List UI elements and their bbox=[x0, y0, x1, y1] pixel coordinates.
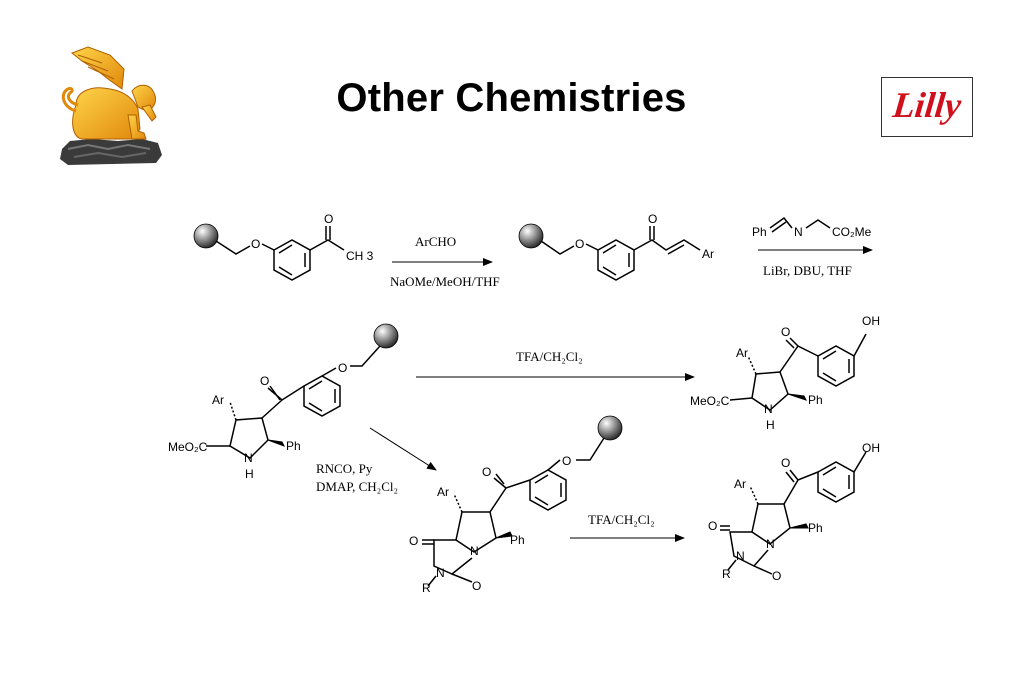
ether-oxygen-label: O bbox=[575, 237, 584, 251]
resin-bead bbox=[518, 223, 544, 249]
step3-conditions: DMAP, CH₂Cl₂ bbox=[316, 479, 398, 494]
amine-hydrogen-label: H bbox=[766, 418, 775, 432]
amine-hydrogen-label: H bbox=[245, 467, 254, 481]
amine-nitrogen-label: N bbox=[764, 402, 773, 416]
ketone-oxygen-label: O bbox=[781, 456, 790, 470]
resin-bead bbox=[373, 323, 399, 349]
reaction-arrow-3: RNCO, Py DMAP, CH₂Cl₂ bbox=[316, 427, 437, 494]
step1-reagent: ArCHO bbox=[415, 234, 456, 249]
ether-oxygen-label: O bbox=[251, 237, 260, 251]
reaction-arrow-cleave-1: TFA/CH₂Cl₂ bbox=[416, 349, 695, 381]
ketone-oxygen-label: O bbox=[781, 325, 790, 339]
hydantoin-nitrogen-label: N bbox=[736, 549, 745, 563]
r-group-label: R bbox=[722, 567, 731, 581]
phenyl-label: Ph bbox=[286, 439, 301, 453]
methyl-ester-label: MeO₂C bbox=[690, 394, 730, 408]
griffin-logo bbox=[58, 45, 166, 167]
phenyl-label: Ph bbox=[808, 393, 823, 407]
structure-resin-pyrrolidine: O O Ar MeO₂C Ph N H bbox=[168, 323, 399, 481]
step3-reagent: RNCO, Py bbox=[316, 461, 373, 476]
cleave2-conditions: TFA/CH₂Cl₂ bbox=[588, 512, 655, 527]
ring-nitrogen-label: N bbox=[766, 537, 775, 551]
imine-phenyl-label: Ph bbox=[752, 225, 767, 239]
carbonyl-oxygen-label: O bbox=[472, 579, 481, 593]
carbonyl-oxygen-label: O bbox=[772, 569, 781, 583]
carbonyl-oxygen-label: O bbox=[409, 534, 418, 548]
structure-free-pyrrolidine: OH O Ar MeO₂C Ph N H bbox=[690, 314, 880, 432]
structure-resin-hydantoin: O O Ar Ph N O N R O bbox=[409, 415, 623, 595]
reaction-arrow-cleave-2: TFA/CH₂Cl₂ bbox=[570, 512, 685, 542]
aryl-label: Ar bbox=[702, 247, 714, 261]
step1-conditions: NaOMe/MeOH/THF bbox=[390, 274, 500, 289]
cleave1-conditions: TFA/CH₂Cl₂ bbox=[516, 349, 583, 364]
imine-ester-label: CO₂Me bbox=[832, 225, 872, 239]
structure-resin-acetophenone: O O CH 3 bbox=[193, 212, 374, 281]
ketone-oxygen-label: O bbox=[324, 212, 333, 226]
carbonyl-oxygen-label: O bbox=[708, 519, 717, 533]
phenol-oh-label: OH bbox=[862, 314, 880, 328]
lilly-logo: Lilly bbox=[881, 77, 973, 137]
reaction-arrow-1: ArCHO NaOMe/MeOH/THF bbox=[390, 234, 500, 289]
aryl-label: Ar bbox=[212, 393, 224, 407]
aryl-label: Ar bbox=[736, 346, 748, 360]
ketone-oxygen-label: O bbox=[482, 465, 491, 479]
imine-nitrogen-label: N bbox=[794, 225, 803, 239]
ether-oxygen-label: O bbox=[338, 361, 347, 375]
methyl-ester-label: MeO₂C bbox=[168, 440, 208, 454]
structure-resin-chalcone: O O Ar bbox=[518, 212, 714, 281]
aryl-label: Ar bbox=[734, 477, 746, 491]
ring-nitrogen-label: N bbox=[470, 544, 479, 558]
aryl-label: Ar bbox=[437, 485, 449, 499]
phenyl-label: Ph bbox=[510, 533, 525, 547]
amine-nitrogen-label: N bbox=[244, 451, 253, 465]
resin-bead bbox=[597, 415, 623, 441]
ketone-oxygen-label: O bbox=[260, 374, 269, 388]
ether-oxygen-label: O bbox=[562, 454, 571, 468]
resin-bead bbox=[193, 223, 219, 249]
ketone-oxygen-label: O bbox=[648, 212, 657, 226]
reaction-arrow-2: Ph N CO₂Me LiBr, DBU, THF bbox=[752, 216, 873, 278]
r-group-label: R bbox=[422, 581, 431, 595]
structure-free-hydantoin: OH O Ar Ph N O N R O bbox=[708, 441, 880, 583]
methyl-label: CH 3 bbox=[346, 249, 374, 263]
hydantoin-nitrogen-label: N bbox=[436, 566, 445, 580]
step2-conditions: LiBr, DBU, THF bbox=[763, 263, 852, 278]
phenyl-label: Ph bbox=[808, 521, 823, 535]
phenol-oh-label: OH bbox=[862, 441, 880, 455]
slide-title: Other Chemistries bbox=[336, 76, 687, 120]
